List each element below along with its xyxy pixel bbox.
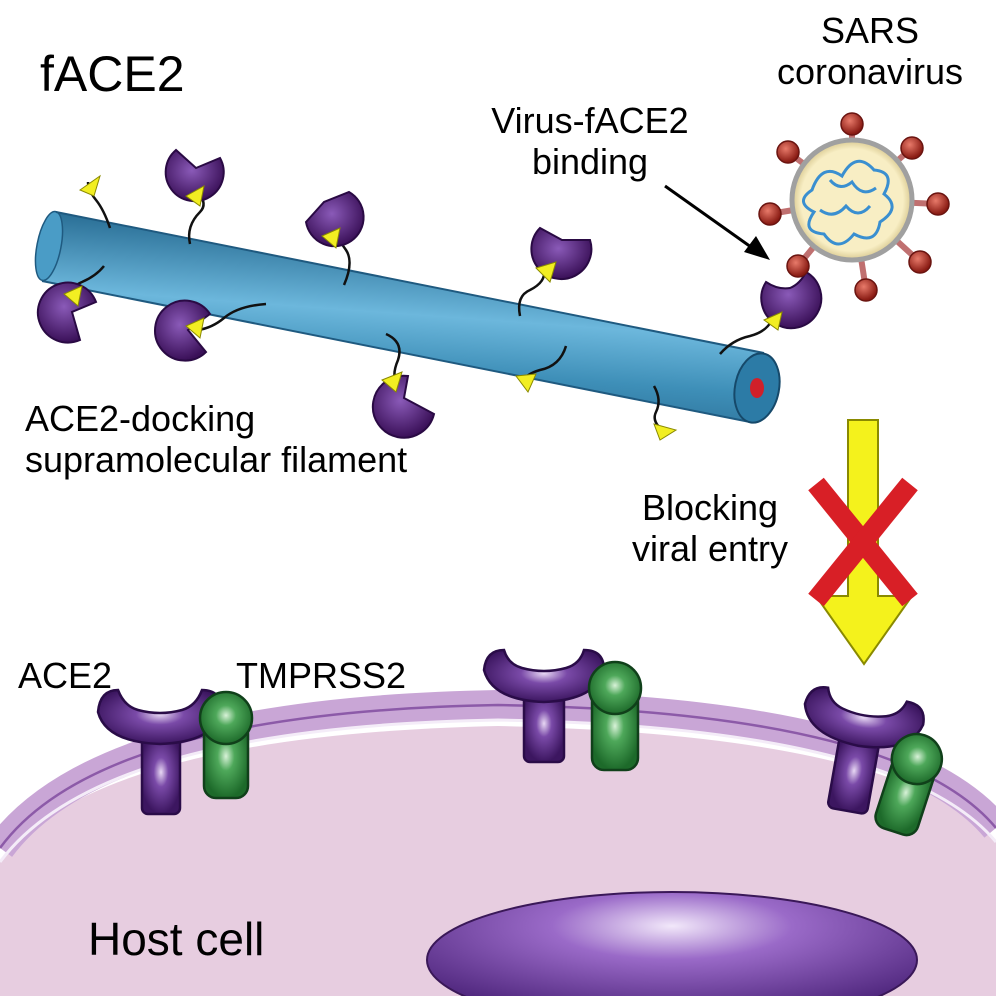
diagram-title: fACE2 (40, 46, 185, 104)
ace2-text: ACE2 (18, 655, 113, 696)
filament-red-core (750, 378, 764, 398)
tmprss2-right (874, 732, 944, 837)
tethered-ace2 (164, 148, 225, 245)
filament-line2: supramolecular filament (25, 439, 408, 481)
filament-line1: ACE2-docking (25, 398, 256, 439)
filament-body (42, 212, 764, 422)
tethered-ace2 (154, 299, 267, 362)
binding-line1: Virus-fACE2 (491, 100, 689, 141)
blocking-line2: viral entry (631, 528, 789, 570)
blocking-line1: Blocking (641, 487, 779, 528)
tethered-ace2 (517, 226, 593, 317)
binding-arrow (664, 184, 770, 260)
sars-virus (758, 112, 950, 302)
virus-spike-heads (758, 112, 950, 302)
sars-line2: coronavirus (776, 51, 964, 93)
block-cross-icon (808, 477, 918, 607)
tethered-ace2-bound (719, 270, 823, 355)
nucleus (426, 891, 918, 1001)
binding-line2: binding (531, 141, 649, 183)
virus-binding-label: Virus-fACE2 binding (470, 100, 710, 183)
host-cell-text: Host cell (88, 913, 265, 965)
filament-label: ACE2-docking supramolecular filament (25, 398, 407, 481)
sars-line1: SARS (820, 10, 920, 51)
receptors (96, 648, 944, 837)
tmprss2-text: TMPRSS2 (236, 655, 407, 696)
face2-filament (34, 210, 781, 424)
title-text: fACE2 (40, 46, 185, 102)
filament-outline (41, 211, 765, 423)
tmprss2-label: TMPRSS2 (236, 655, 406, 696)
yellow-ligands (63, 174, 783, 441)
tmprss2-middle (587, 660, 643, 772)
ace2-label: ACE2 (18, 655, 112, 696)
ace2-receptor-left (96, 688, 224, 816)
blocking-label: Blocking viral entry (610, 487, 810, 570)
ace2-receptor-right (803, 686, 925, 815)
tmprss2-left (198, 690, 254, 800)
virus-rna (802, 159, 894, 246)
virus-envelope (789, 137, 915, 263)
host-cell-label: Host cell (88, 913, 264, 966)
ace2-receptor-middle (482, 648, 606, 764)
sars-coronavirus-label: SARS coronavirus (770, 10, 970, 93)
